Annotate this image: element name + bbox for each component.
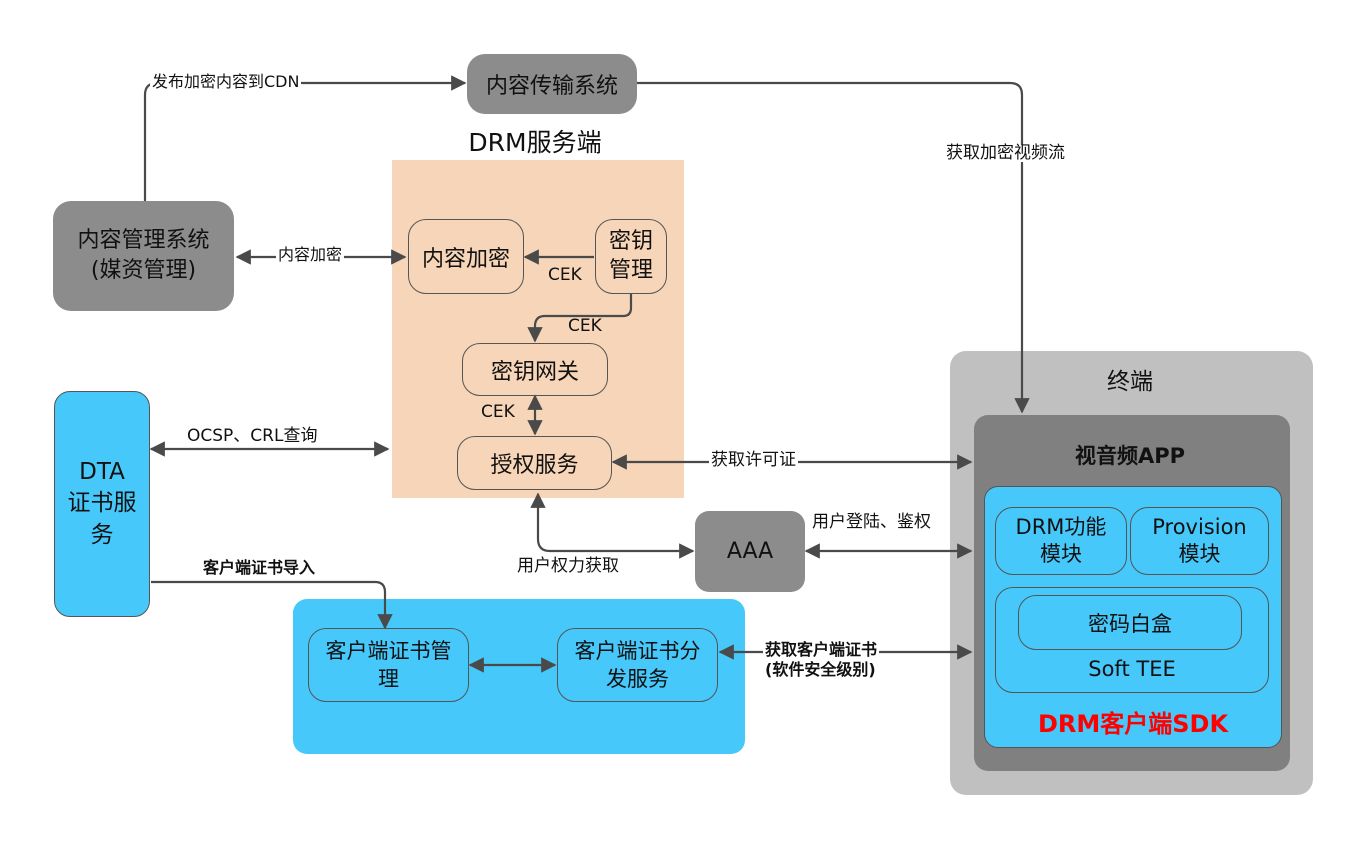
sdk-title: DRM客户端SDK bbox=[1000, 703, 1266, 739]
dta-label-line2: 证书服 bbox=[67, 490, 137, 517]
client-cert-distribution-node[interactable]: 客户端证书分 发服务 bbox=[557, 628, 718, 702]
client-cert-mgmt-line1: 客户端证书管 bbox=[325, 638, 452, 663]
app-title: 视音频APP bbox=[1040, 440, 1220, 470]
content-delivery-system[interactable]: 内容传输系统 bbox=[467, 54, 637, 114]
license-service-node[interactable]: 授权服务 bbox=[457, 436, 612, 490]
sdk-title-text: DRM客户端SDK bbox=[1037, 709, 1229, 738]
client-cert-dist-line2: 发服务 bbox=[606, 667, 669, 691]
label-get-client-cert-line1: 获取客户端证书 bbox=[765, 640, 878, 659]
content-encrypt-node[interactable]: 内容加密 bbox=[408, 219, 524, 294]
label-get-encrypted-stream: 获取加密视频流 bbox=[944, 143, 1067, 163]
provision-line1: Provision bbox=[1152, 514, 1247, 539]
app-title-text: 视音频APP bbox=[1074, 444, 1186, 468]
content-encrypt-label: 内容加密 bbox=[421, 246, 510, 272]
client-cert-mgmt-line2: 理 bbox=[378, 667, 399, 691]
client-cert-dist-line1: 客户端证书分 bbox=[574, 638, 701, 663]
key-mgmt-line1: 密钥 bbox=[608, 228, 653, 254]
aaa-node[interactable]: AAA bbox=[695, 511, 805, 592]
dta-cert-service[interactable]: DTA 证书服 务 bbox=[54, 391, 150, 617]
cms-label-line2: (媒资管理) bbox=[90, 258, 197, 283]
content-management-system[interactable]: 内容管理系统 (媒资管理) bbox=[53, 201, 234, 311]
label-publish-cdn: 发布加密内容到CDN bbox=[150, 72, 302, 91]
key-management-node[interactable]: 密钥 管理 bbox=[595, 219, 667, 294]
edge-client-cert-import bbox=[151, 580, 393, 630]
soft-tee-label-box: Soft TEE bbox=[1040, 654, 1224, 684]
dta-label-line1: DTA bbox=[79, 459, 125, 486]
content-delivery-label: 内容传输系统 bbox=[485, 74, 618, 99]
label-cek-1: CEK bbox=[548, 265, 582, 285]
label-cek-2: CEK bbox=[568, 316, 602, 336]
key-mgmt-line2: 管理 bbox=[608, 257, 653, 283]
provision-line2: 模块 bbox=[1178, 542, 1221, 566]
soft-tee-label: Soft TEE bbox=[1088, 657, 1176, 681]
terminal-title-text: 终端 bbox=[1107, 369, 1153, 395]
label-get-license: 获取许可证 bbox=[709, 450, 798, 470]
edge-keymgmt-gateway bbox=[527, 293, 633, 343]
label-ocsp-crl: OCSP、CRL查询 bbox=[187, 426, 318, 446]
key-gateway-label: 密钥网关 bbox=[490, 359, 579, 385]
terminal-title: 终端 bbox=[1060, 362, 1200, 396]
provision-module[interactable]: Provision 模块 bbox=[1130, 507, 1269, 575]
label-user-login-auth: 用户登陆、鉴权 bbox=[810, 512, 933, 532]
sdk-container bbox=[984, 486, 1282, 748]
client-cert-management-node[interactable]: 客户端证书管 理 bbox=[308, 628, 469, 702]
key-gateway-node[interactable]: 密钥网关 bbox=[462, 343, 608, 396]
drm-function-line2: 模块 bbox=[1040, 542, 1082, 566]
label-get-client-cert: 获取客户端证书 (软件安全级别) bbox=[763, 640, 880, 680]
drm-function-line1: DRM功能 bbox=[1015, 514, 1107, 539]
label-get-client-cert-line2: (软件安全级别) bbox=[765, 660, 876, 679]
edge-publish-cdn bbox=[143, 75, 467, 201]
edge-get-encrypted-stream bbox=[637, 81, 1030, 414]
label-content-encrypt: 内容加密 bbox=[276, 245, 345, 264]
soft-tee-module[interactable] bbox=[995, 587, 1269, 693]
label-client-cert-import: 客户端证书导入 bbox=[203, 558, 316, 577]
cms-label-line1: 内容管理系统 bbox=[77, 228, 210, 254]
drm-server-title: DRM服务端 bbox=[430, 124, 640, 158]
white-box-label: 密码白盒 bbox=[1088, 611, 1172, 636]
label-cek-3: CEK bbox=[481, 402, 515, 422]
aaa-label: AAA bbox=[726, 539, 774, 564]
drm-server-title-text: DRM服务端 bbox=[468, 128, 602, 157]
dta-label-line3: 务 bbox=[90, 521, 114, 548]
edge-user-rights bbox=[530, 492, 695, 559]
client-cert-container bbox=[293, 599, 745, 754]
license-service-label: 授权服务 bbox=[490, 453, 579, 478]
label-user-rights: 用户权力获取 bbox=[517, 556, 619, 576]
white-box-crypto[interactable]: 密码白盒 bbox=[1018, 595, 1242, 650]
drm-function-module[interactable]: DRM功能 模块 bbox=[995, 507, 1127, 575]
